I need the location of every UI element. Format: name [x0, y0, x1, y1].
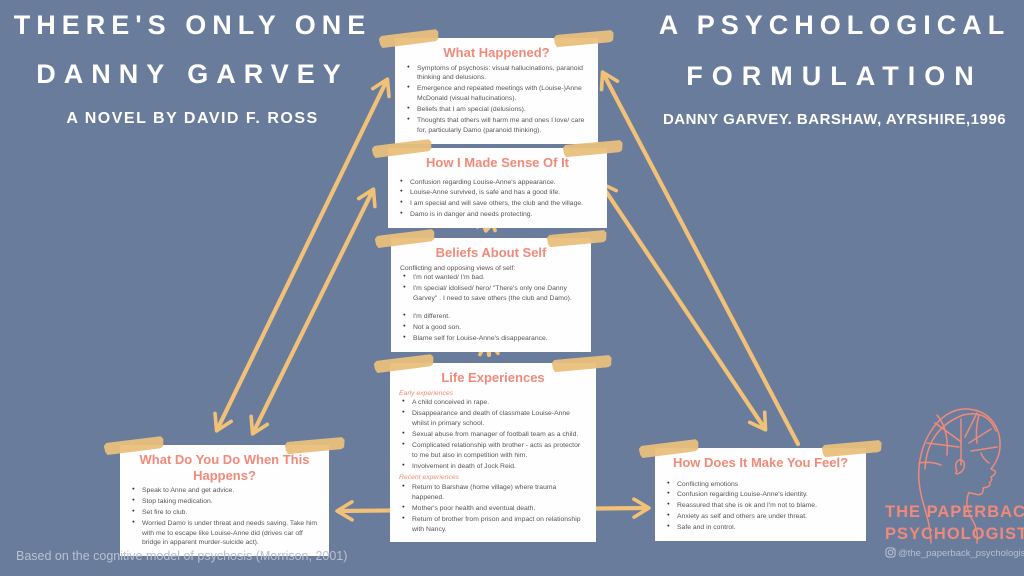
bullet-list: I'm different.Not a good son.Blame self …: [400, 312, 582, 344]
bullet-list: I'm not wanted/ I'm bad.I'm special/ ido…: [400, 273, 582, 304]
bullet-item: Disappearance and death of classmate Lou…: [402, 409, 587, 429]
instagram-icon: [885, 547, 896, 558]
poster-title-line1: A PSYCHOLOGICAL: [658, 10, 1011, 40]
bullet-item: Mother's poor health and eventual death.: [402, 504, 587, 514]
bullet-item: Beliefs that I am special (delusions).: [407, 105, 589, 115]
bullet-item: Blame self for Louise-Anne's disappearan…: [403, 334, 582, 344]
section-label: Recent experiences: [399, 474, 460, 482]
bullet-item: Emergence and repeated meetings with (Lo…: [407, 84, 589, 104]
card-title: How Does It Make You Feel?: [672, 455, 849, 470]
bullet-item: I'm special/ idolised/ hero/ "There's on…: [403, 284, 582, 304]
bullet-item: Conflicting emotions: [667, 480, 857, 490]
logo-line1: THE PAPERBACK: [885, 503, 1024, 521]
paperback-psychologist-logo: THE PAPERBACK PSYCHOLOGIST @the_paperbac…: [885, 385, 1024, 570]
book-title-line2: DANNY GARVEY: [36, 59, 349, 89]
book-title-line1: THERE'S ONLY ONE: [13, 10, 372, 40]
bullet-item: Sexual abuse from manager of football te…: [402, 430, 587, 440]
bullet-item: Confusion regarding Louise-Anne's identi…: [667, 490, 857, 500]
bullet-item: Return to Barshaw (home village) where t…: [402, 483, 587, 503]
section-label: Early experiences: [399, 389, 454, 397]
citation-text: Based on the cognitive model of psychosi…: [16, 549, 348, 563]
bullet-item: Confusion regarding Louise-Anne's appear…: [400, 178, 598, 188]
bullet-item: Speak to Anne and get advice.: [132, 486, 320, 496]
bullet-item: I'm not wanted/ I'm bad.: [403, 273, 582, 283]
bullet-item: A child conceived in rape.: [402, 398, 587, 408]
card-how-i-made-sense: How I Made Sense Of It Confusion regardi…: [388, 148, 607, 228]
bullet-list: Symptoms of psychosis: visual hallucinat…: [404, 64, 589, 136]
card-title: Beliefs About Self: [435, 245, 547, 260]
logo-line2: PSYCHOLOGIST: [885, 525, 1024, 543]
card-title: What Happened?: [443, 45, 550, 60]
card-body: Conflicting emotionsConfusion regarding …: [664, 480, 857, 533]
bullet-item: Reassured that she is ok and I'm not to …: [667, 501, 857, 511]
bullet-list: Return to Barshaw (home village) where t…: [399, 483, 587, 534]
card-title: Life Experiences: [441, 370, 545, 385]
bullet-item: Set fire to club.: [132, 508, 320, 518]
bullet-list: A child conceived in rape.Disappearance …: [399, 398, 587, 471]
card-how-does-it-make-you-feel: How Does It Make You Feel? Conflicting e…: [655, 448, 866, 541]
bullet-item: Louise-Anne survived, is safe and has a …: [400, 188, 598, 198]
book-author: A NOVEL BY DAVID F. ROSS: [66, 110, 319, 127]
bullet-item: Return of brother from prison and impact…: [402, 515, 587, 535]
bullet-item: I am special and will save others, the c…: [400, 199, 598, 209]
book-title-block: THERE'S ONLY ONE DANNY GARVEY A NOVEL BY…: [0, 12, 385, 128]
bullet-item: Thoughts that others will harm me and on…: [407, 116, 589, 136]
bullet-item: Damo is in danger and needs protecting.: [400, 210, 598, 220]
card-body: Symptoms of psychosis: visual hallucinat…: [404, 64, 589, 136]
bullet-list: Conflicting emotionsConfusion regarding …: [664, 480, 857, 533]
bullet-list: Confusion regarding Louise-Anne's appear…: [397, 178, 598, 220]
card-title: What Do You Do When This Happens?: [139, 452, 310, 483]
bullet-item: Worried Damo is under threat and needs s…: [132, 519, 320, 549]
bullet-item: Involvement in death of Jock Reid.: [402, 462, 587, 472]
card-body: Speak to Anne and get advice.Stop taking…: [129, 486, 320, 548]
card-body: Confusion regarding Louise-Anne's appear…: [397, 178, 598, 220]
poster-title-block: A PSYCHOLOGICAL FORMULATION DANNY GARVEY…: [645, 10, 1024, 129]
instagram-handle: @the_paperback_psychologist: [898, 548, 1024, 559]
card-title: How I Made Sense Of It: [425, 155, 570, 170]
card-what-do-you-do: What Do You Do When This Happens? Speak …: [120, 445, 329, 557]
poster-title-line2: FORMULATION: [686, 61, 983, 91]
card-body: I'm not wanted/ I'm bad.I'm special/ ido…: [400, 273, 582, 343]
bullet-item: Anxiety as self and others are under thr…: [667, 512, 857, 522]
card-intro: Conflicting and opposing views of self:: [400, 264, 516, 272]
instagram-row: @the_paperback_psychologist: [885, 547, 1024, 559]
card-beliefs-about-self: Beliefs About Self Conflicting and oppos…: [391, 238, 591, 352]
bullet-item: Complicated relationship with brother - …: [402, 441, 587, 461]
phrenology-head-icon: [918, 408, 1001, 544]
bullet-item: Safe and in control.: [667, 523, 857, 533]
card-body: Early experiencesA child conceived in ra…: [399, 389, 587, 535]
bullet-item: Stop taking medication.: [132, 497, 320, 507]
bullet-item: Not a good son.: [403, 323, 582, 333]
bullet-list: Speak to Anne and get advice.Stop taking…: [129, 486, 320, 548]
bullet-item: I'm different.: [403, 312, 582, 322]
bullet-item: Symptoms of psychosis: visual hallucinat…: [407, 64, 589, 84]
card-life-experiences: Life Experiences Early experiencesA chil…: [390, 363, 596, 543]
card-what-happened: What Happened? Symptoms of psychosis: vi…: [395, 38, 598, 144]
poster-subtitle: DANNY GARVEY. BARSHAW, AYRSHIRE,1996: [662, 111, 1007, 128]
